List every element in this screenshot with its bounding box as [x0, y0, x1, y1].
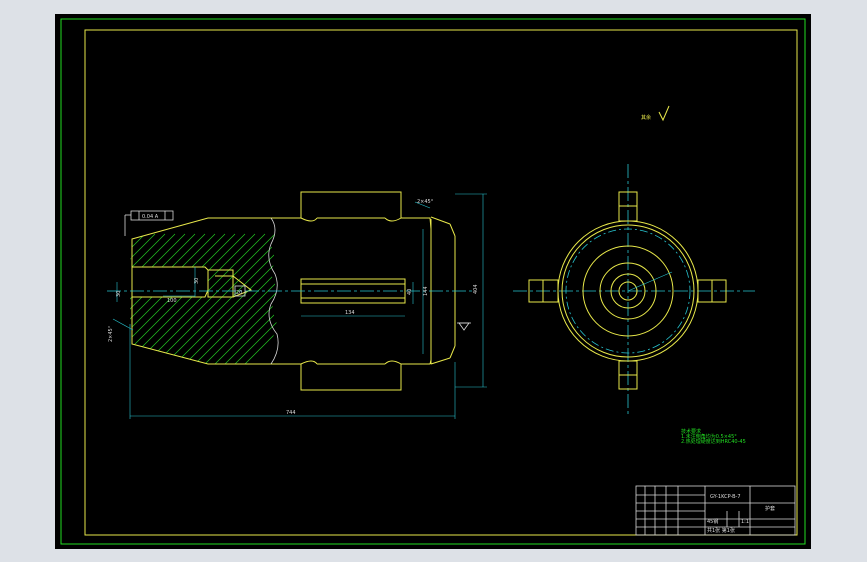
dim-chamfer-left: 2×45°: [108, 325, 114, 342]
drawing-canvas[interactable]: 744 134 404 144 40 30 100 20 30: [55, 14, 811, 549]
tech-notes: 技术要求 1.未注倒角均为0.5×45° 2.热处理硬度达到HRC40-45: [681, 428, 746, 445]
dim-inner-length: 134: [345, 310, 355, 316]
tolerance-frame: [130, 210, 174, 221]
dim-cone-dia: 100: [167, 298, 177, 304]
hatch-pattern: [130, 233, 277, 364]
roughness-note: 其余: [641, 114, 651, 121]
title-part-name: 护套: [765, 505, 775, 512]
dim-bore-small: 30: [194, 278, 200, 284]
inner-frame: [84, 29, 798, 536]
outer-frame: [60, 18, 806, 545]
section-view: 744 134 404 144 40 30 100 20 30: [107, 191, 487, 419]
dim-slot-dia: 30: [116, 291, 122, 297]
title-block: GY-1KCP-B-7 护套 45钢 1:1 共1张 第1张: [635, 485, 796, 536]
tolerance-value: 0.04 A: [142, 214, 159, 220]
dim-bore-large: 144: [423, 286, 429, 296]
title-sheet: 共1张 第1张: [707, 527, 735, 534]
end-view: [513, 164, 755, 416]
drawing-sheet[interactable]: 744 134 404 144 40 30 100 20 30: [55, 14, 811, 549]
dim-overall-length: 744: [286, 410, 296, 416]
dim-chamfer-right: 2×45°: [417, 199, 434, 205]
tech-notes-line2: 2.热处理硬度达到HRC40-45: [681, 438, 746, 445]
title-material: 45钢: [707, 518, 718, 525]
title-scale: 1:1: [741, 519, 749, 525]
datum-triangle: [458, 322, 470, 331]
tech-notes-title: 技术要求: [681, 428, 701, 435]
dim-outer-dia: 404: [473, 284, 479, 294]
tech-notes-line1: 1.未注倒角均为0.5×45°: [681, 433, 737, 440]
dim-tip-dia: 20: [236, 290, 242, 296]
roughness-symbol: 其余: [641, 105, 670, 122]
title-drawing-no: GY-1KCP-B-7: [710, 494, 741, 500]
dim-bore-mid: 40: [407, 289, 413, 295]
